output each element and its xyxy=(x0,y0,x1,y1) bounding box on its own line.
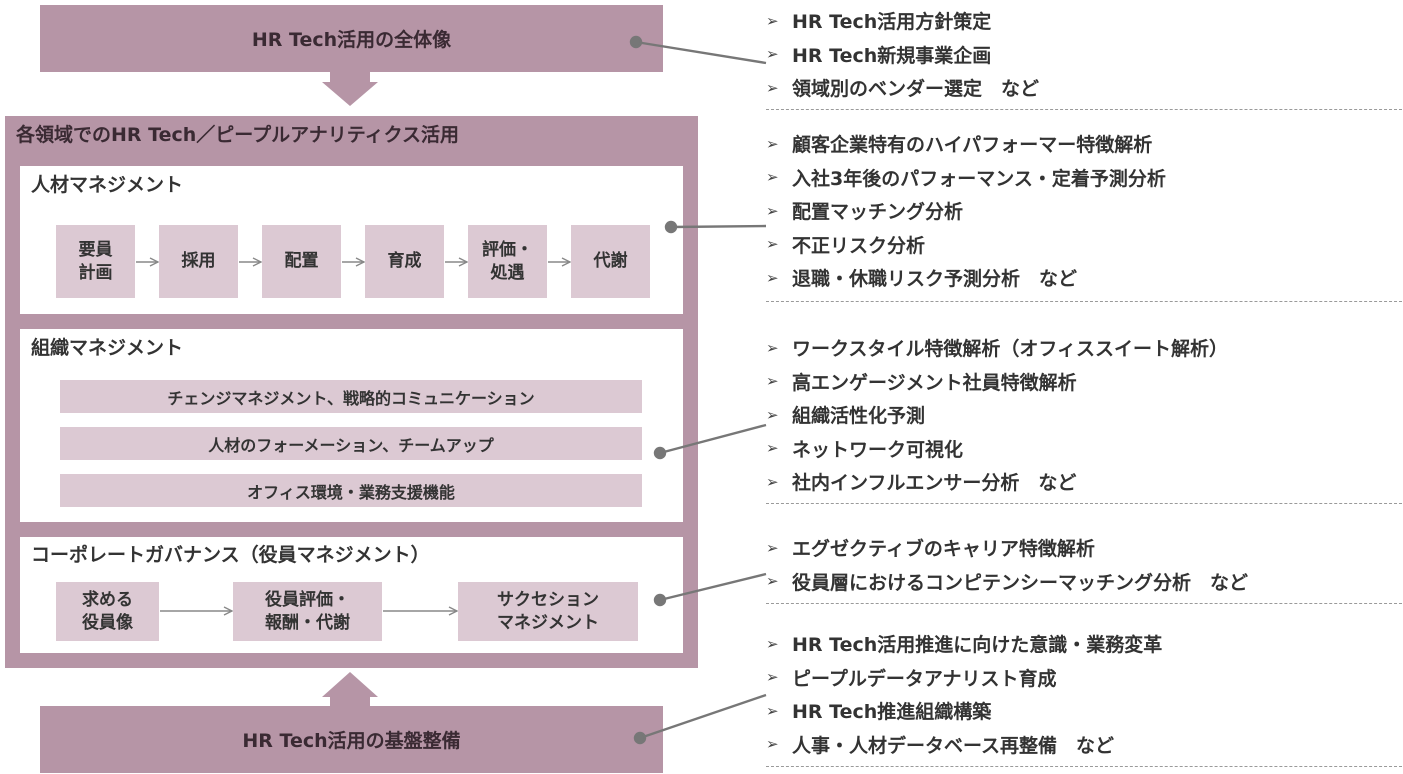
arrow-bullet-icon: ➢ xyxy=(766,538,779,557)
list-item: ➢不正リスク分析 xyxy=(766,234,926,257)
arrow-bullet-icon: ➢ xyxy=(766,45,779,64)
arrow-bullet-icon: ➢ xyxy=(766,11,779,30)
arrow-bullet-icon: ➢ xyxy=(766,201,779,220)
gov-step-succession: サクセション マネジメント xyxy=(458,582,638,641)
step-placement: 配置 xyxy=(262,225,341,298)
gov-step-exec-evaluation: 役員評価・ 報酬・代謝 xyxy=(233,582,382,641)
arrow-bullet-icon: ➢ xyxy=(766,372,779,391)
arrow-bullet-icon: ➢ xyxy=(766,668,779,687)
arrow-bullet-icon: ➢ xyxy=(766,572,779,591)
step-turnover: 代謝 xyxy=(571,225,650,298)
outer-title: 各領域でのHR Tech／ピープルアナリティクス活用 xyxy=(16,124,460,146)
list-item: ➢顧客企業特有のハイパフォーマー特徴解析 xyxy=(766,134,1153,157)
arrow-bullet-icon: ➢ xyxy=(766,405,779,424)
list-item: ➢組織活性化予測 xyxy=(766,405,926,428)
arrow-bullet-icon: ➢ xyxy=(766,439,779,458)
arrow-bullet-icon: ➢ xyxy=(766,472,779,491)
list-item: ➢ネットワーク可視化 xyxy=(766,438,964,461)
list-item: ➢ピープルデータアナリスト育成 xyxy=(766,667,1057,690)
up-arrow-bottom xyxy=(322,672,378,708)
down-arrow-top xyxy=(322,70,378,106)
list-item: ➢領域別のベンダー選定 など xyxy=(766,78,1040,101)
divider xyxy=(766,301,1402,302)
list-item: ➢ワークスタイル特徴解析（オフィススイート解析） xyxy=(766,338,1229,361)
divider xyxy=(766,503,1402,504)
list-overall: ➢HR Tech活用方針策定 ➢HR Tech新規事業企画 ➢領域別のベンダー選… xyxy=(766,4,1396,105)
list-item: ➢エグゼクティブのキャリア特徴解析 xyxy=(766,538,1095,561)
list-item: ➢退職・休職リスク予測分析 など xyxy=(766,268,1078,291)
divider xyxy=(766,766,1402,767)
list-item: ➢入社3年後のパフォーマンス・定着予測分析 xyxy=(766,167,1166,190)
arrow-bullet-icon: ➢ xyxy=(766,735,779,754)
org-bar-change: チェンジマネジメント、戦略的コミュニケーション xyxy=(60,380,642,413)
list-foundation: ➢HR Tech活用推進に向けた意識・業務変革 ➢ピープルデータアナリスト育成 … xyxy=(766,627,1396,761)
divider xyxy=(766,109,1402,110)
list-item: ➢HR Tech活用方針策定 xyxy=(766,11,992,34)
top-banner: HR Tech活用の全体像 xyxy=(40,5,663,72)
list-organization: ➢ワークスタイル特徴解析（オフィススイート解析） ➢高エンゲージメント社員特徴解… xyxy=(766,331,1396,499)
list-item: ➢配置マッチング分析 xyxy=(766,201,964,224)
arrow-bullet-icon: ➢ xyxy=(766,78,779,97)
arrow-bullet-icon: ➢ xyxy=(766,134,779,153)
divider xyxy=(766,603,1402,604)
list-item: ➢役員層におけるコンピテンシーマッチング分析 など xyxy=(766,571,1249,594)
step-workforce-planning: 要員 計画 xyxy=(56,225,135,298)
list-item: ➢高エンゲージメント社員特徴解析 xyxy=(766,371,1077,394)
list-item: ➢人事・人材データベース再整備 など xyxy=(766,734,1115,757)
bottom-banner: HR Tech活用の基盤整備 xyxy=(40,706,663,773)
governance-title: コーポレートガバナンス（役員マネジメント） xyxy=(31,544,430,566)
list-item: ➢HR Tech推進組織構築 xyxy=(766,701,992,724)
gov-step-ideal-executive: 求める 役員像 xyxy=(56,582,159,641)
step-development: 育成 xyxy=(365,225,444,298)
talent-title: 人材マネジメント xyxy=(31,174,184,196)
list-governance: ➢エグゼクティブのキャリア特徴解析 ➢役員層におけるコンピテンシーマッチング分析… xyxy=(766,531,1396,598)
arrow-bullet-icon: ➢ xyxy=(766,268,779,287)
list-talent: ➢顧客企業特有のハイパフォーマー特徴解析 ➢入社3年後のパフォーマンス・定着予測… xyxy=(766,127,1396,295)
arrow-bullet-icon: ➢ xyxy=(766,235,779,254)
arrow-bullet-icon: ➢ xyxy=(766,701,779,720)
arrow-bullet-icon: ➢ xyxy=(766,168,779,187)
org-bar-office: オフィス環境・業務支援機能 xyxy=(60,474,642,507)
organization-title: 組織マネジメント xyxy=(31,337,184,359)
step-recruiting: 採用 xyxy=(159,225,238,298)
list-item: ➢社内インフルエンサー分析 など xyxy=(766,472,1077,495)
org-bar-formation: 人材のフォーメーション、チームアップ xyxy=(60,427,642,460)
arrow-bullet-icon: ➢ xyxy=(766,338,779,357)
list-item: ➢HR Tech新規事業企画 xyxy=(766,44,992,67)
list-item: ➢HR Tech活用推進に向けた意識・業務変革 xyxy=(766,634,1163,657)
step-evaluation: 評価・ 処遇 xyxy=(468,225,547,298)
arrow-bullet-icon: ➢ xyxy=(766,634,779,653)
